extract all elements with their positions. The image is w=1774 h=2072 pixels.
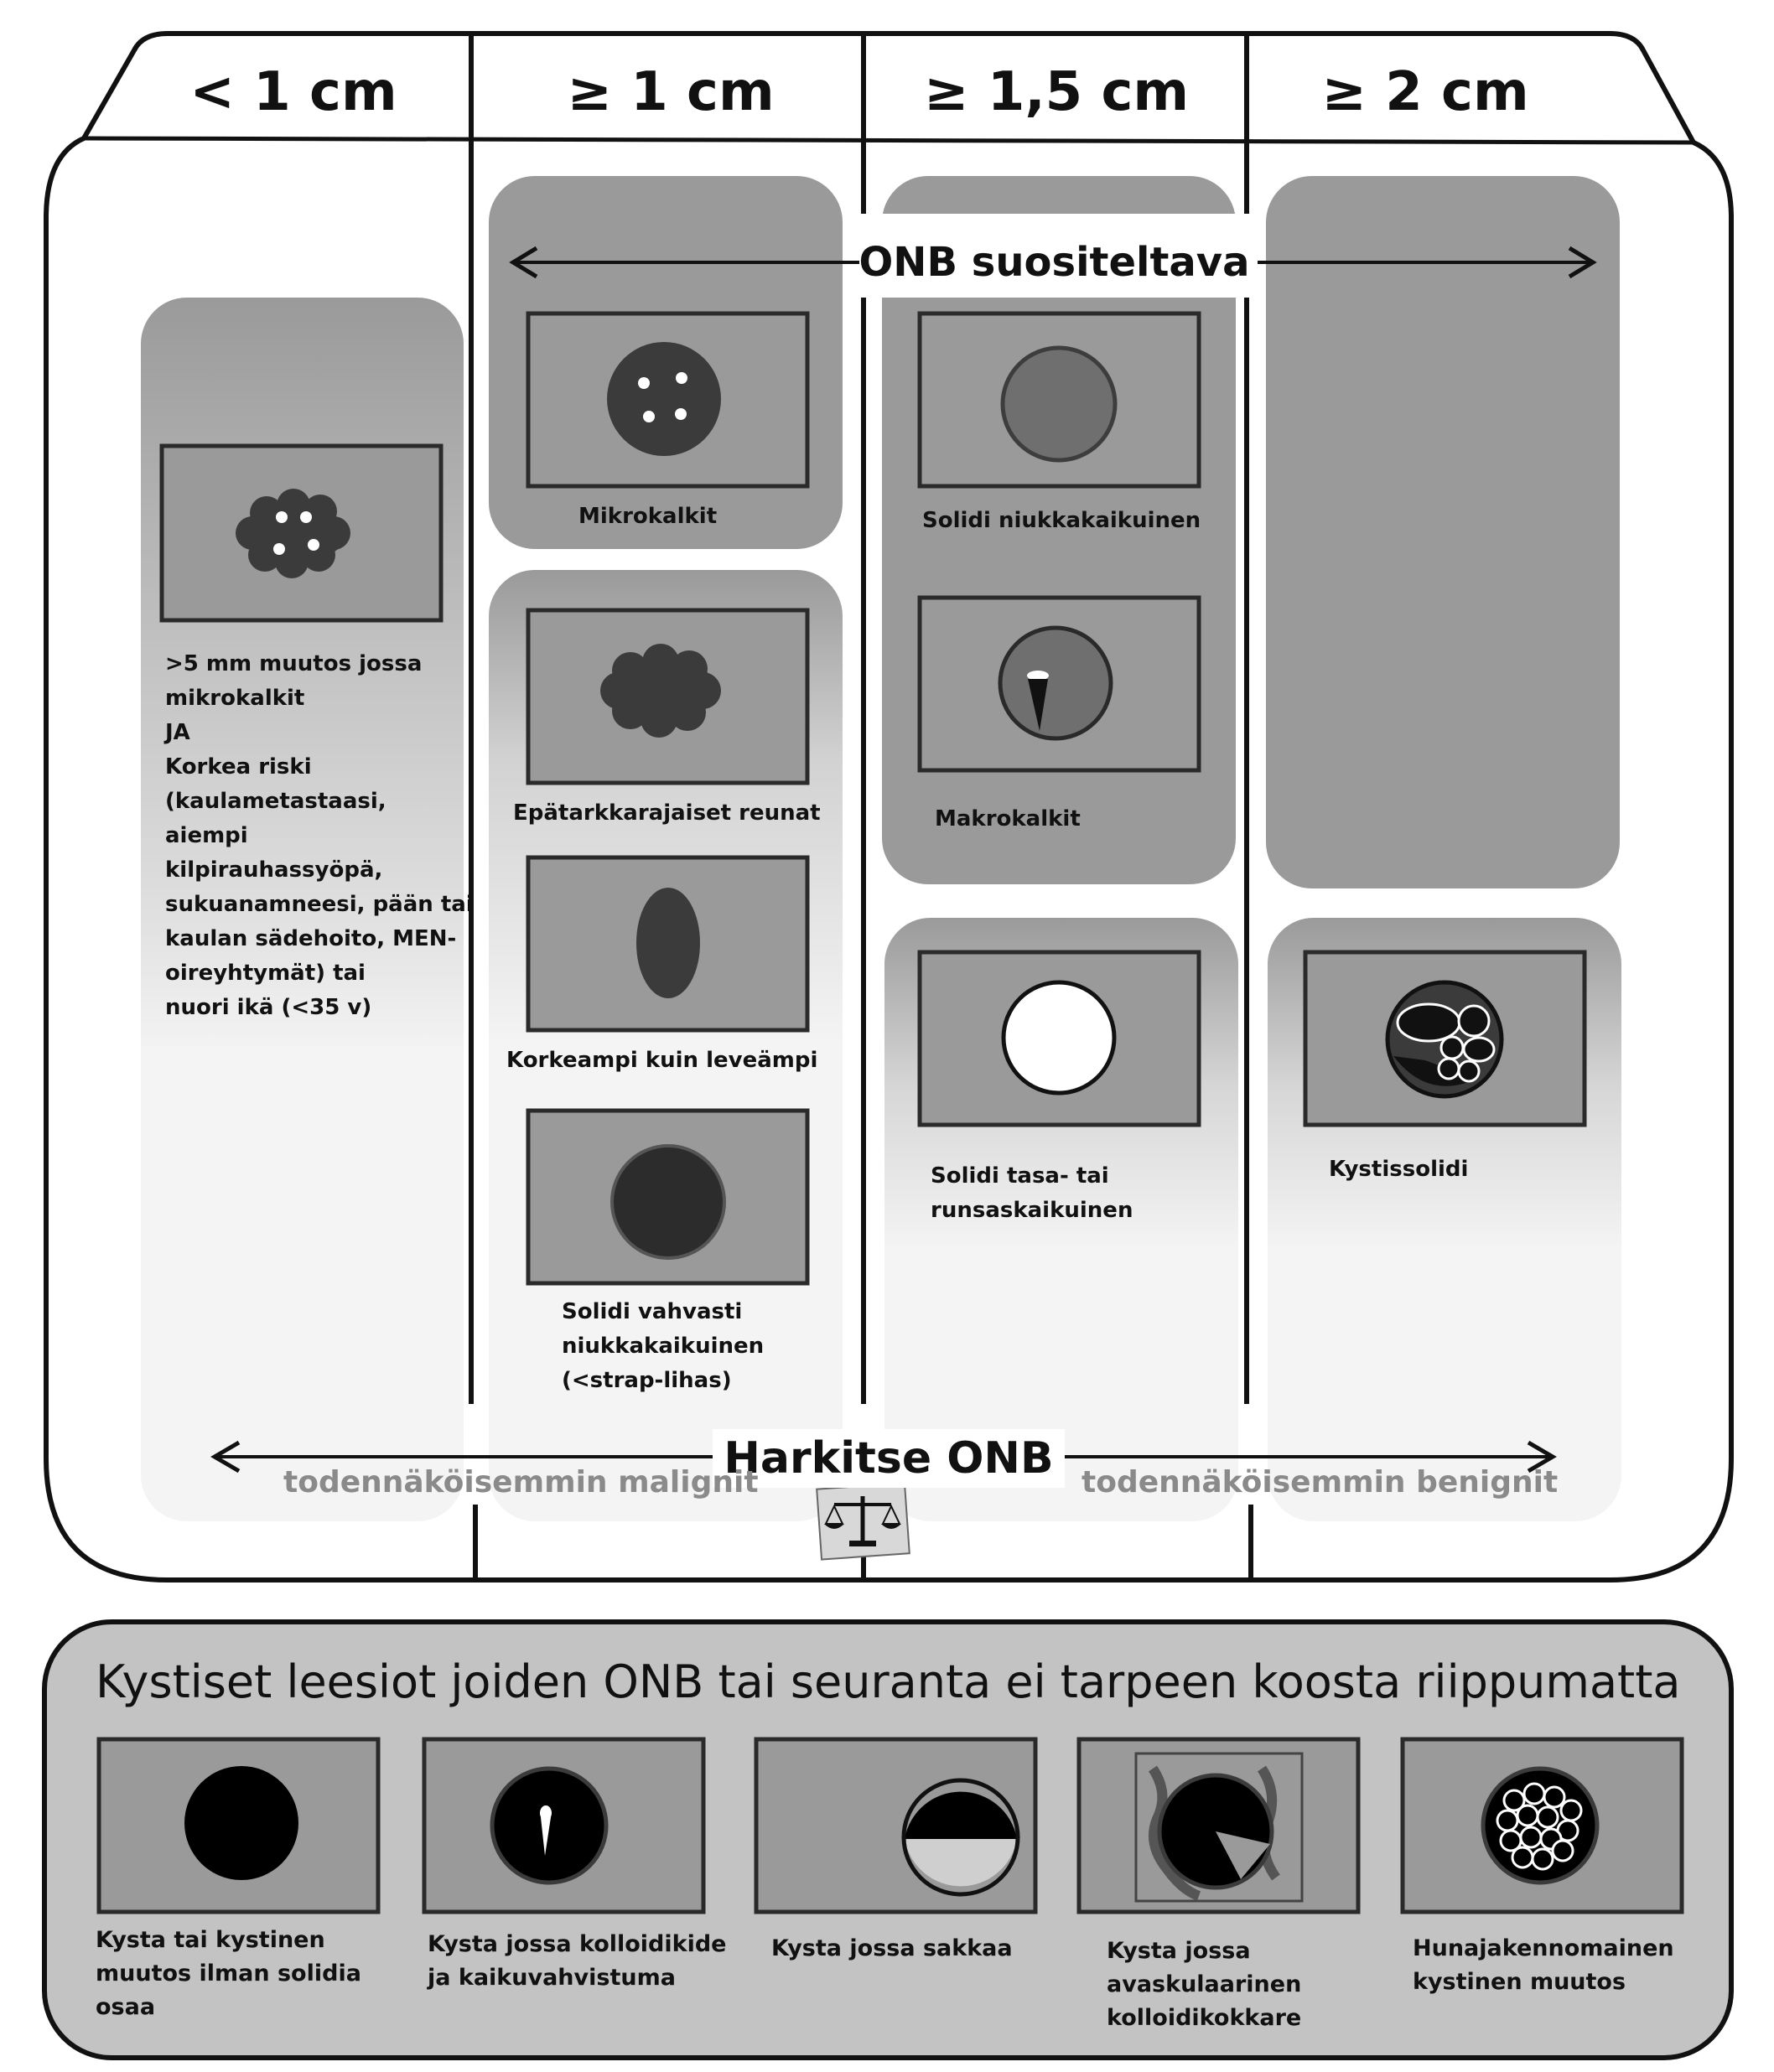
caption-cyst-colloid-crystal: Kysta jossa kolloidikide ja kaikuvahvist… — [428, 1931, 727, 1991]
col1-criteria-text: >5 mm muutos jossa mikrokalkit JA Korkea… — [165, 651, 474, 1020]
likely-benign-label: todennäköisemmin benignit — [1082, 1465, 1559, 1500]
image-cyst-sediment — [754, 1737, 1038, 1914]
caption-honeycomb: Hunajakennomainen kystinen muutos — [1413, 1935, 1674, 1995]
caption-cyst-sediment: Kysta jossa sakkaa — [771, 1935, 1013, 1961]
image-irregular-margins — [526, 608, 810, 785]
scales-icon — [816, 1482, 910, 1561]
image-cystic-solid — [1303, 950, 1587, 1127]
caption-taller-than-wide: Korkeampi kuin leveämpi — [506, 1048, 818, 1073]
consider-arrowhead-right — [1527, 1440, 1557, 1474]
onb-box-col4 — [1266, 176, 1620, 888]
header-ge-1cm: ≥ 1 cm — [567, 61, 775, 123]
image-solid-hypoechoic — [917, 311, 1201, 489]
caption-solid-iso-hyper: Solidi tasa- tai runsaskaikuinen — [931, 1163, 1133, 1223]
image-col1-microcalc — [159, 443, 444, 623]
likely-malignant-label: todennäköisemmin malignit — [283, 1465, 759, 1500]
caption-irregular-margins: Epätarkkarajaiset reunat — [513, 800, 821, 826]
header-ge-2cm: ≥ 2 cm — [1321, 61, 1529, 123]
caption-macrocalc: Makrokalkit — [935, 806, 1081, 831]
header-ge-1-5cm: ≥ 1,5 cm — [923, 61, 1190, 123]
onb-banner-bg — [843, 214, 1266, 298]
image-microcalc — [526, 311, 810, 489]
image-solid-iso-hyper — [917, 950, 1201, 1127]
onb-recommended-label: ONB suositeltava — [858, 239, 1250, 286]
image-macrocalc — [917, 595, 1201, 773]
header-lt-1cm: < 1 cm — [189, 61, 397, 123]
image-simple-cyst — [96, 1737, 381, 1914]
image-solid-very-hypoechoic — [526, 1108, 810, 1286]
onb-arrowhead-left — [509, 246, 538, 279]
consider-onb-label: Harkitse ONB — [713, 1429, 1065, 1488]
image-cyst-colloid-crystal — [422, 1737, 706, 1914]
caption-cystic-solid: Kystissolidi — [1329, 1157, 1469, 1182]
image-honeycomb — [1400, 1737, 1684, 1914]
image-cyst-colloid-clot — [1076, 1737, 1361, 1914]
caption-simple-cyst: Kysta tai kystinen muutos ilman solidia … — [96, 1927, 361, 2020]
caption-solid-very-hypoechoic: Solidi vahvasti niukkakaikuinen (<strap-… — [562, 1299, 765, 1393]
caption-microcalc: Mikrokalkit — [578, 504, 718, 529]
consider-arrowhead-left — [210, 1440, 241, 1474]
caption-solid-hypoechoic: Solidi niukkakaikuinen — [922, 508, 1201, 533]
header-divider — [83, 136, 1696, 145]
image-taller-than-wide — [526, 855, 810, 1033]
caption-cyst-colloid-clot: Kysta jossa avaskulaarinen kolloidikokka… — [1107, 1938, 1302, 2031]
onb-arrowhead-right — [1568, 246, 1597, 279]
bottom-panel-title: Kystiset leesiot joiden ONB tai seuranta… — [96, 1655, 1681, 1708]
